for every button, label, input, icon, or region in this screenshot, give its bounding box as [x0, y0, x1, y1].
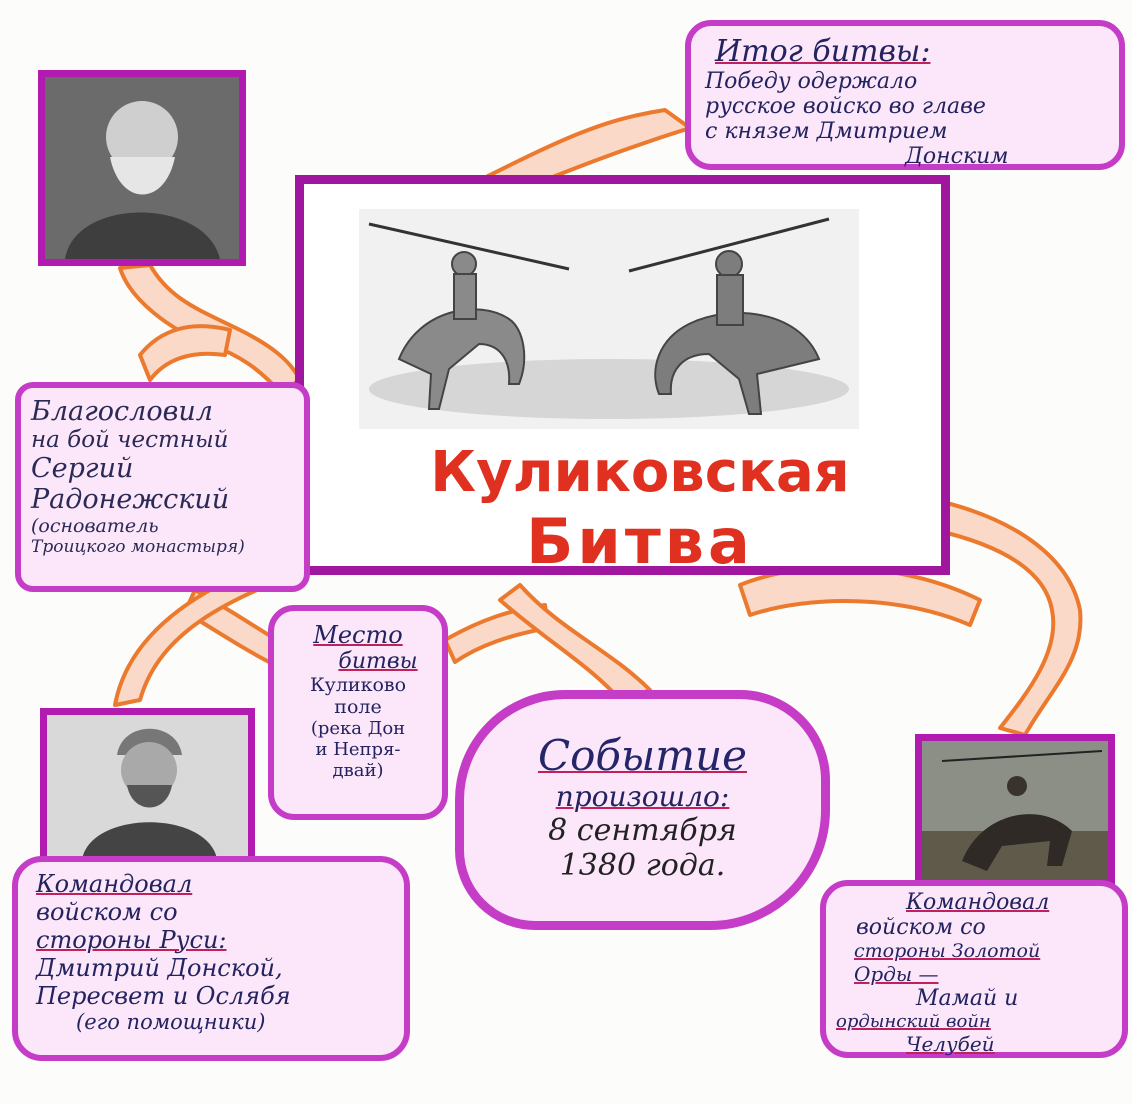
russ-line-3: стороны Руси: [36, 926, 227, 954]
result-heading: Итог битвы: [715, 34, 931, 69]
horde-portrait [915, 734, 1115, 886]
battle-drawing-image [359, 209, 859, 429]
date-heading-1: Событие [538, 731, 747, 780]
place-heading-2: битвы [338, 649, 418, 674]
donskoy-portrait [40, 708, 255, 866]
main-title: Куликовская Битва [345, 440, 935, 578]
main-title-line1: Куликовская [430, 440, 850, 505]
blessing-line-5: (основатель [31, 515, 159, 537]
place-line-2: поле [334, 696, 382, 718]
place-line-5: двай) [332, 760, 384, 781]
blessing-line-6: Троицкого монастыря) [31, 537, 245, 557]
date-heading-2: произошло: [555, 780, 730, 813]
russ-commander-box: Командовал войском со стороны Руси: Дмит… [12, 856, 410, 1061]
russ-line-6: (его помощники) [76, 1010, 266, 1034]
date-box: Событие произошло: 8 сентября 1380 года. [455, 690, 830, 930]
russ-line-5: Пересвет и Ослябя [36, 982, 291, 1010]
result-box: Итог битвы: Победу одержало русское войс… [685, 20, 1125, 170]
place-line-4: и Непря- [315, 739, 401, 760]
result-line-3: с князем Дмитрием [705, 119, 948, 144]
blessing-line-4: Радонежский [31, 484, 230, 515]
blessing-box: Благословил на бой честный Сергий Радоне… [15, 382, 310, 592]
connector-result [468, 108, 692, 192]
place-box: Место битвы Куликово поле (река Дон и Не… [268, 605, 448, 820]
blessing-line-1: Благословил [31, 396, 213, 427]
horde-line-6: ордынский войн [836, 1011, 991, 1032]
horde-commander-box: Командовал войском со стороны Золотой Ор… [820, 880, 1128, 1058]
horde-line-7: Челубей [906, 1032, 995, 1056]
result-line-2: русское войско во главе [705, 94, 986, 119]
horde-line-1: Командовал [906, 890, 1050, 915]
dmitry-donskoy-portrait-image [47, 715, 248, 859]
saint-sergius-portrait-image [45, 77, 239, 259]
connector-sergius-box [138, 324, 232, 382]
place-line-1: Куликово [309, 674, 407, 696]
russ-line-2: войском со [36, 898, 178, 926]
horde-line-4: Орды — [854, 962, 939, 986]
central-frame [295, 175, 950, 575]
connector-date [498, 583, 652, 704]
blessing-line-3: Сергий [31, 453, 134, 484]
blessing-line-2: на бой честный [31, 427, 229, 453]
place-heading-1: Место [313, 621, 403, 649]
horde-line-3: стороны Золотой [854, 940, 1041, 962]
horde-line-2: войском со [856, 915, 986, 940]
date-line-1: 8 сентября [548, 813, 737, 848]
russ-line-4: Дмитрий Донской, [36, 954, 283, 982]
date-line-2: 1380 года. [559, 848, 726, 883]
horde-line-5: Мамай и [916, 986, 1019, 1011]
main-title-line2: Битва [526, 505, 754, 578]
sergius-portrait [38, 70, 246, 266]
russ-line-1: Командовал [36, 870, 193, 898]
result-line-1: Победу одержало [705, 69, 918, 94]
place-line-3: (река Дон [310, 718, 406, 739]
horde-warrior-painting-image [922, 741, 1108, 879]
result-line-4: Донским [905, 144, 1009, 169]
